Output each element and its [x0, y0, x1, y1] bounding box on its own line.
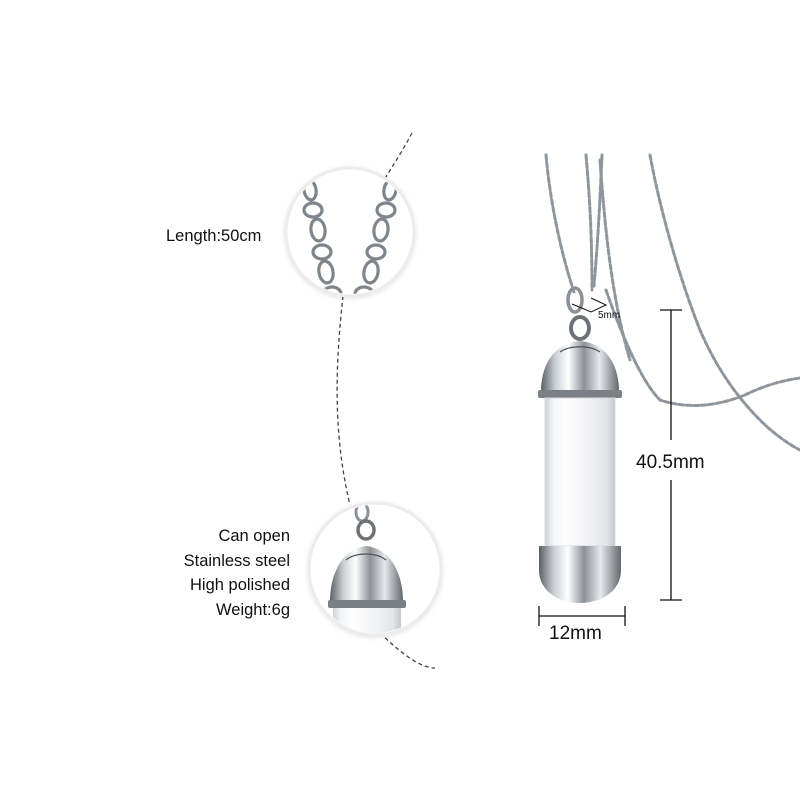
bail-dimension-label: 5mm: [598, 310, 621, 321]
height-dimension-line: [660, 309, 682, 601]
chain-links-closeup: [302, 178, 398, 294]
cylinder-pendant: [538, 341, 622, 603]
width-dimension-line: [538, 606, 626, 626]
width-dimension-label: 12mm: [549, 623, 602, 644]
chain-length-label: Length:50cm: [166, 227, 262, 245]
height-dimension-label: 40.5mm: [636, 452, 705, 473]
feature-material: Stainless steel: [183, 551, 290, 570]
chain-detail-circle: [284, 166, 416, 298]
feature-finish: High polished: [190, 576, 290, 594]
feature-weight: Weight:6g: [216, 600, 290, 619]
bail-dimension-marker: [571, 297, 608, 313]
pendant-cap-detail-circle: [307, 501, 443, 637]
pendant-bail: [566, 286, 591, 341]
feature-can-open: Can open: [218, 527, 290, 545]
pendant-feature-list: Can open Stainless steel High polished W…: [184, 524, 290, 622]
necklace-chains: [544, 153, 800, 452]
